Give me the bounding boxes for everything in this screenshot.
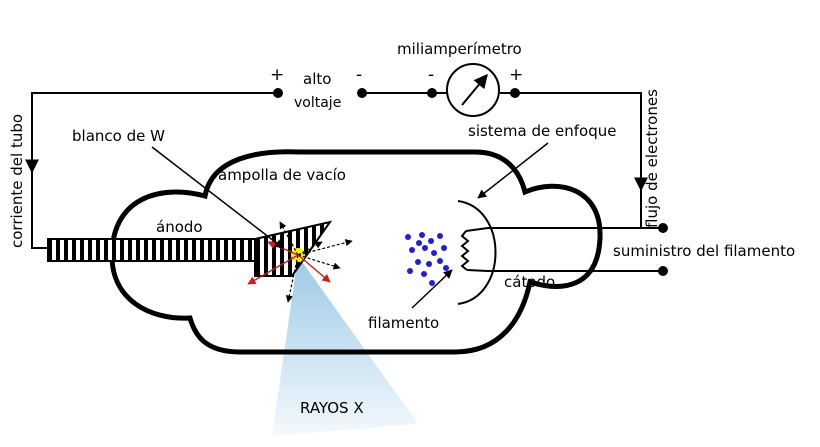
plus-sign-left: + — [270, 65, 284, 85]
focusing-cup — [457, 200, 497, 305]
cathode-label: cátodo — [504, 273, 555, 291]
anode-label: ánodo — [156, 218, 203, 236]
high-voltage-label: alto — [303, 70, 331, 88]
minus-sign-left: - — [356, 65, 362, 85]
filament-leads — [465, 227, 489, 272]
electron-flow-label: flujo de electrones — [643, 89, 661, 228]
ammeter-gauge-icon — [446, 63, 500, 117]
anode-rod — [47, 238, 269, 262]
minus-sign-right: - — [428, 65, 434, 85]
terminal-dots — [273, 88, 668, 276]
filament-label: filamento — [368, 314, 439, 332]
filament-coil — [460, 230, 470, 271]
plus-sign-right: + — [509, 65, 523, 85]
filament-supply-label: suministro del filamento — [613, 242, 795, 260]
scatter-rays — [279, 221, 353, 303]
electron-cloud — [405, 232, 449, 286]
tungsten-target — [254, 220, 333, 277]
voltage-label: voltaje — [294, 95, 341, 111]
tube-current-label: corriente del tubo — [8, 114, 26, 248]
ammeter-label: miliamperímetro — [397, 40, 522, 58]
target-label: blanco de W — [72, 127, 165, 145]
xray-label: RAYOS X — [300, 399, 364, 417]
focus-system-label: sistema de enfoque — [468, 122, 616, 140]
xray-beam — [272, 256, 418, 436]
vacuum-bulb — [109, 149, 603, 355]
pointer-lines — [151, 142, 549, 309]
bulb-label: ampolla de vacío — [218, 166, 346, 184]
